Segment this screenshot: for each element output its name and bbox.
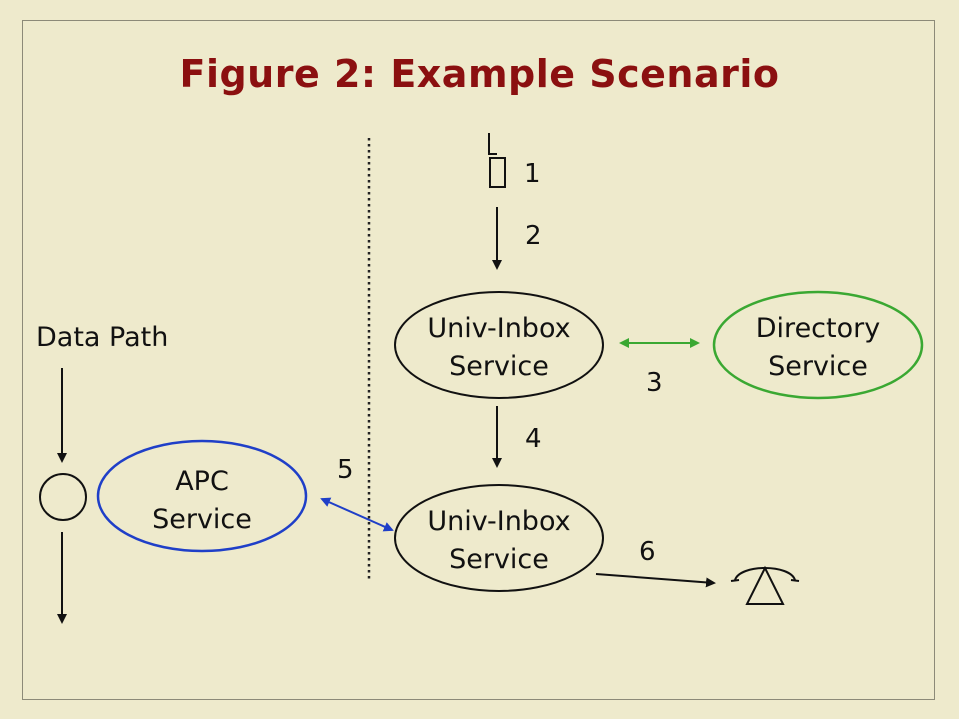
- slide-frame: [22, 20, 935, 700]
- page-title: Figure 2: Example Scenario: [179, 52, 780, 96]
- step-label-2: 2: [525, 221, 542, 251]
- step-label-6: 6: [639, 537, 656, 567]
- step-label-1: 1: [524, 159, 541, 189]
- arrow-step-6: [595, 573, 716, 588]
- incoming-call-icon: [488, 133, 506, 188]
- directory-service[interactable]: Directory Service: [712, 290, 924, 400]
- apc-service[interactable]: APC Service: [96, 439, 308, 553]
- univ-inbox-service-top[interactable]: Univ-Inbox Service: [394, 291, 604, 399]
- step-label-4: 4: [525, 424, 542, 454]
- data-path-label: Data Path: [36, 322, 168, 353]
- apc-line1: APC: [175, 466, 229, 497]
- step-label-5: 5: [337, 455, 354, 485]
- step-label-3: 3: [646, 368, 663, 398]
- directory-line1: Directory: [756, 313, 880, 344]
- univ-inbox-bottom-line1: Univ-Inbox: [427, 506, 570, 537]
- data-path-node: [39, 473, 87, 521]
- apc-line2: Service: [152, 504, 252, 535]
- univ-inbox-top-line2: Service: [449, 351, 549, 382]
- telephone-icon: [730, 565, 800, 605]
- univ-inbox-top-line1: Univ-Inbox: [427, 313, 570, 344]
- univ-inbox-service-bottom[interactable]: Univ-Inbox Service: [394, 484, 604, 592]
- arrow-step-5: [320, 497, 394, 532]
- univ-inbox-bottom-line2: Service: [449, 544, 549, 575]
- directory-line2: Service: [768, 351, 868, 382]
